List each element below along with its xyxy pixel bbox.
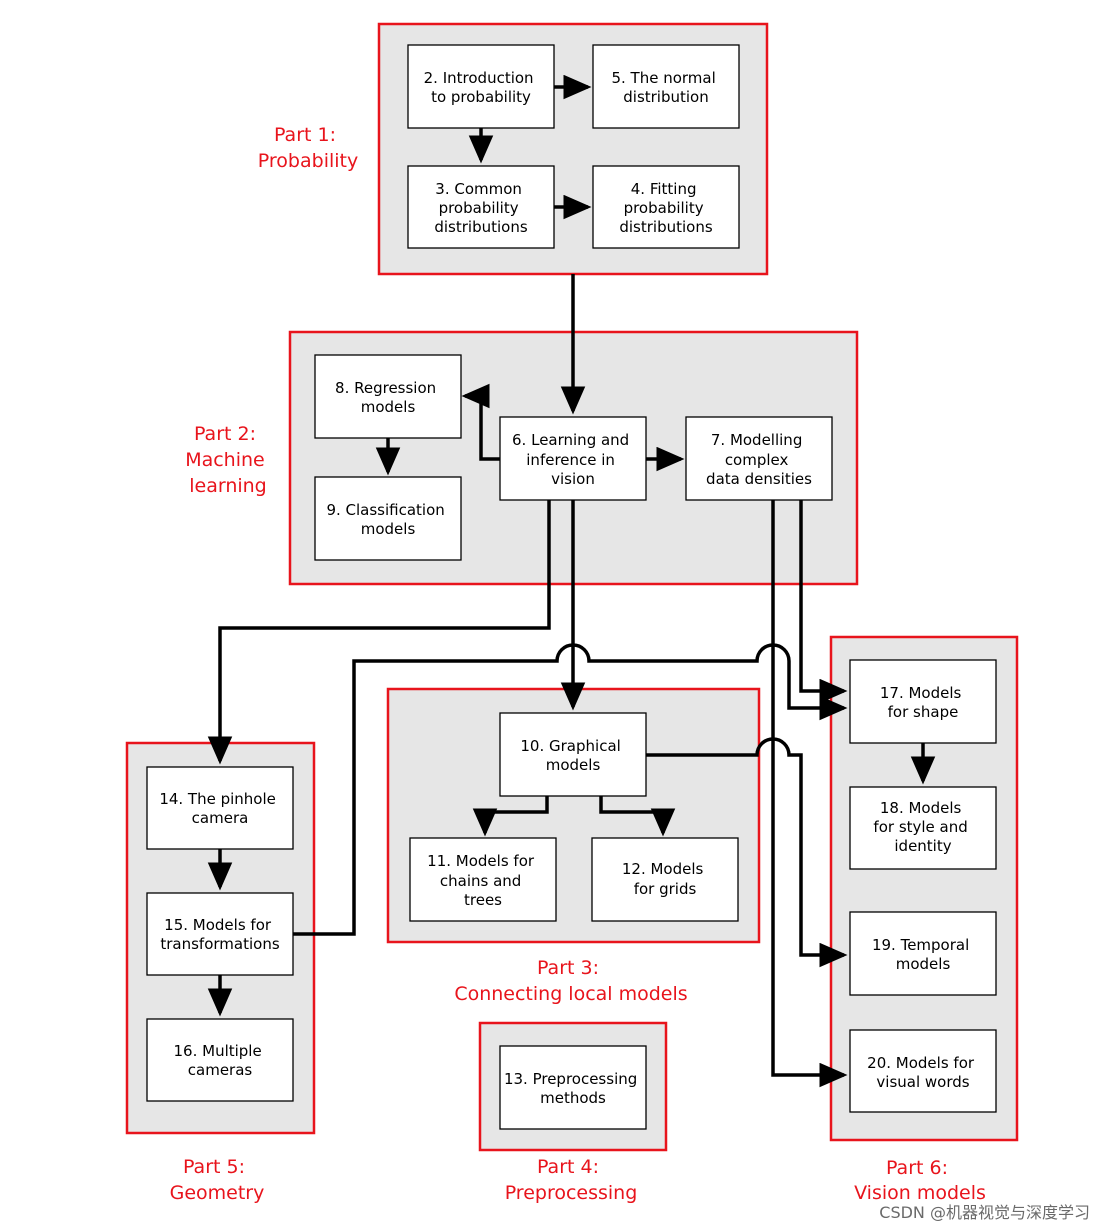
edge-6-8 (461, 383, 500, 461)
node-11: 11. Models for chains and trees (409, 837, 557, 922)
svg-text:5. The normal distributi: 5. The normal distribution (611, 69, 720, 106)
node-5: 5. The normal distribution (592, 44, 740, 129)
watermark-text: CSDN @机器视觉与深度学习 (879, 1203, 1090, 1222)
svg-text:9. Classification models: 9. Classification models (326, 501, 449, 538)
edge-6-14 (207, 500, 551, 765)
node-20: 20. Models for visual words (849, 1029, 997, 1113)
svg-text:10. Graphical models: 10. Graphical models (520, 737, 625, 774)
svg-text:20. Models for visual wo: 20. Models for visual words (867, 1054, 979, 1091)
svg-text:3. Common probability: 3. Common probability distributions (434, 180, 527, 236)
edge-10-19 (646, 737, 848, 968)
node-18: 18. Models for style and identity (849, 786, 997, 870)
node-17: 17. Models for shape (849, 659, 997, 744)
connectors (207, 74, 936, 1088)
part-3-label: Part 3: Connecting local models (454, 957, 687, 1005)
node-10: 10. Graphical models (499, 712, 647, 797)
node-9: 9. Classification models (314, 476, 462, 561)
svg-text:12. Models for grids: 12. Models for grids (622, 860, 708, 898)
svg-text:15. Models for transform: 15. Models for transformations (160, 916, 279, 953)
svg-text:4. Fitting probability: 4. Fitting probability distributions (619, 180, 712, 236)
node-4: 4. Fitting probability distributions (592, 165, 740, 249)
node-16: 16. Multiple cameras (146, 1018, 294, 1102)
svg-text:13. Preprocessing method: 13. Preprocessing methods (504, 1070, 642, 1107)
svg-text:14. The pinhole camera: 14. The pinhole camera (159, 790, 280, 827)
node-12: 12. Models for grids (591, 837, 739, 922)
part-2-label: Part 2: Machine learning (185, 423, 271, 497)
node-6: 6. Learning and inference in vision (499, 416, 647, 501)
edge-7-17 (799, 500, 848, 704)
part-1-label: Part 1: Probability (258, 124, 358, 172)
svg-text:7. Modelling complex: 7. Modelling complex data densities (706, 431, 812, 488)
svg-text:6. Learning and inferenc: 6. Learning and inference in vision (512, 431, 634, 488)
node-7: 7. Modelling complex data densities (685, 416, 833, 501)
node-13: 13. Preprocessing methods (499, 1045, 647, 1130)
svg-text:16. Multiple cameras: 16. Multiple cameras (174, 1042, 267, 1079)
svg-text:11. Models for chains an: 11. Models for chains and trees (427, 852, 539, 909)
node-2: 2. Introduction to probability (407, 44, 555, 129)
svg-text:19. Temporal models: 19. Temporal models (872, 936, 974, 973)
part-6-label: Part 6: Vision models (854, 1157, 986, 1204)
node-3: 3. Common probability distributions (407, 165, 555, 249)
svg-text:2. Introduction to proba: 2. Introduction to probability (424, 69, 539, 106)
svg-text:17. Models for shape: 17. Models for shape (880, 684, 966, 721)
part-4-label: Part 4: Preprocessing (505, 1156, 638, 1204)
part-5-label: Part 5: Geometry (170, 1156, 265, 1204)
edge-10-12 (599, 796, 676, 837)
edge-10-11 (472, 796, 549, 837)
edge-7-20 (771, 500, 848, 1088)
node-8: 8. Regression models (314, 354, 462, 439)
edge-15-17 (293, 643, 848, 936)
node-19: 19. Temporal models (849, 911, 997, 996)
node-14: 14. The pinhole camera (146, 766, 294, 850)
svg-text:18. Models for style and: 18. Models for style and identity (873, 799, 972, 855)
node-15: 15. Models for transformations (146, 892, 294, 976)
svg-text:8. Regression models: 8. Regression models (335, 379, 441, 416)
